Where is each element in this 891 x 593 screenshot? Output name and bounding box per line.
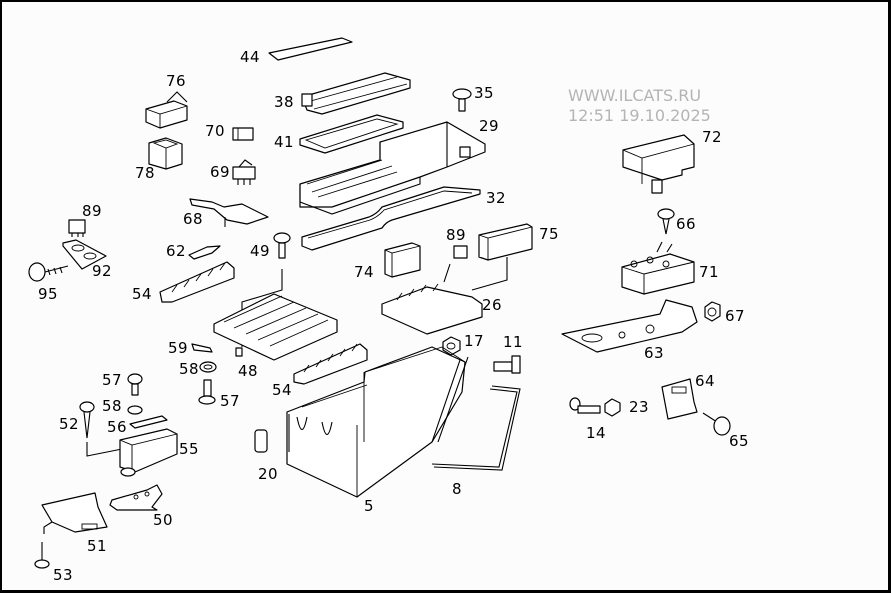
callout-17[interactable]: 17 [464,332,485,350]
callout-44[interactable]: 44 [240,48,261,66]
callout-20[interactable]: 20 [258,465,279,483]
callout-57-center[interactable]: 57 [220,392,241,410]
part-29-fuse-box-housing[interactable] [299,121,486,215]
callout-48[interactable]: 48 [238,362,259,380]
part-56-plate[interactable] [129,415,168,429]
callout-62[interactable]: 62 [166,242,187,260]
part-48-fuse-block[interactable] [213,293,338,361]
callout-41[interactable]: 41 [274,133,295,151]
part-26-relay-plate[interactable] [381,283,483,335]
part-38-cover[interactable] [301,72,411,115]
callout-58-left[interactable]: 58 [102,397,123,415]
part-32-seal[interactable] [301,186,481,251]
part-53-screw[interactable] [34,542,50,569]
part-78-relay-socket[interactable] [148,137,183,170]
callout-95[interactable]: 95 [38,285,59,303]
part-69-relay-base[interactable] [232,159,256,185]
part-17-nut[interactable] [442,336,461,356]
part-55-module[interactable] [119,428,178,477]
callout-67[interactable]: 67 [725,307,746,325]
callout-65[interactable]: 65 [729,432,750,450]
part-54-fuse-strip-upper[interactable] [159,261,235,303]
part-59-clip[interactable] [191,343,213,353]
callout-89-left[interactable]: 89 [82,202,103,220]
part-75-relay[interactable] [471,223,533,291]
part-67-nut[interactable] [704,301,721,322]
part-8-bracket-rod[interactable] [431,385,521,471]
callout-5[interactable]: 5 [364,497,375,515]
callout-58-upper[interactable]: 58 [179,360,200,378]
callout-66[interactable]: 66 [676,215,697,233]
part-89-relay-center[interactable] [443,245,468,283]
callout-57-left[interactable]: 57 [102,371,123,389]
part-70-relay[interactable] [232,127,254,141]
part-68-bracket[interactable] [189,198,269,227]
callout-38[interactable]: 38 [274,93,295,111]
part-76-relay-holder[interactable] [145,91,188,129]
part-50-bracket[interactable] [109,484,163,511]
part-66-screw[interactable] [657,208,675,235]
callout-54-lower[interactable]: 54 [272,381,293,399]
callout-50[interactable]: 50 [153,511,174,529]
callout-11[interactable]: 11 [503,333,524,351]
callout-71[interactable]: 71 [699,263,720,281]
part-58-washer-upper[interactable] [199,361,217,373]
part-58-washer-left[interactable] [127,405,143,415]
watermark-site: WWW.ILCATS.RU [568,86,702,105]
callout-23[interactable]: 23 [629,398,650,416]
part-44-label-strip[interactable] [268,37,353,61]
callout-54-upper[interactable]: 54 [132,285,153,303]
callout-29[interactable]: 29 [479,117,500,135]
callout-55[interactable]: 55 [179,440,200,458]
callout-59[interactable]: 59 [168,339,189,357]
part-52-screw[interactable] [79,401,128,457]
callout-74[interactable]: 74 [354,263,375,281]
part-20-clip[interactable] [254,429,268,453]
callout-32[interactable]: 32 [486,189,507,207]
callout-35[interactable]: 35 [474,84,495,102]
callout-63[interactable]: 63 [644,344,665,362]
callout-64[interactable]: 64 [695,372,716,390]
callout-92[interactable]: 92 [92,262,113,280]
part-57-screw-left[interactable] [127,373,143,396]
callout-70[interactable]: 70 [205,122,226,140]
callout-26[interactable]: 26 [482,296,503,314]
callout-56[interactable]: 56 [107,418,128,436]
part-35-screw[interactable] [452,88,472,112]
part-72-cap[interactable] [622,134,695,194]
callout-76[interactable]: 76 [166,72,187,90]
part-54-fuse-strip-lower[interactable] [293,343,368,385]
part-14-bolt[interactable] [569,397,601,414]
part-89-relay-left[interactable] [68,219,86,237]
callout-49[interactable]: 49 [250,242,271,260]
callout-52[interactable]: 52 [59,415,80,433]
callout-14[interactable]: 14 [586,424,607,442]
callout-78[interactable]: 78 [135,164,156,182]
part-11-stud[interactable] [493,355,521,374]
part-57-screw-center[interactable] [198,379,216,405]
part-65-screw[interactable] [702,412,731,436]
callout-51[interactable]: 51 [87,537,108,555]
part-63-bracket[interactable] [561,299,698,353]
callout-53[interactable]: 53 [53,566,74,584]
part-92-relay-bracket[interactable] [62,239,107,270]
callout-68[interactable]: 68 [183,210,204,228]
part-23-nut[interactable] [604,398,621,417]
part-64-bracket[interactable] [661,378,698,420]
part-51-bracket[interactable] [41,492,108,534]
callout-72[interactable]: 72 [702,128,723,146]
watermark-timestamp: 12:51 19.10.2025 [568,106,711,125]
part-71-fuse-holder[interactable] [621,241,695,295]
part-95-bolt[interactable] [28,262,69,282]
part-41-gasket[interactable] [299,114,404,154]
callout-75[interactable]: 75 [539,225,560,243]
part-62-fuse[interactable] [188,245,221,260]
callout-89-center[interactable]: 89 [446,226,467,244]
part-5-lower-housing[interactable] [286,346,469,498]
callout-69[interactable]: 69 [210,163,231,181]
part-74-relay[interactable] [384,242,421,278]
callout-8[interactable]: 8 [452,480,463,498]
part-49-screw[interactable] [241,232,291,347]
